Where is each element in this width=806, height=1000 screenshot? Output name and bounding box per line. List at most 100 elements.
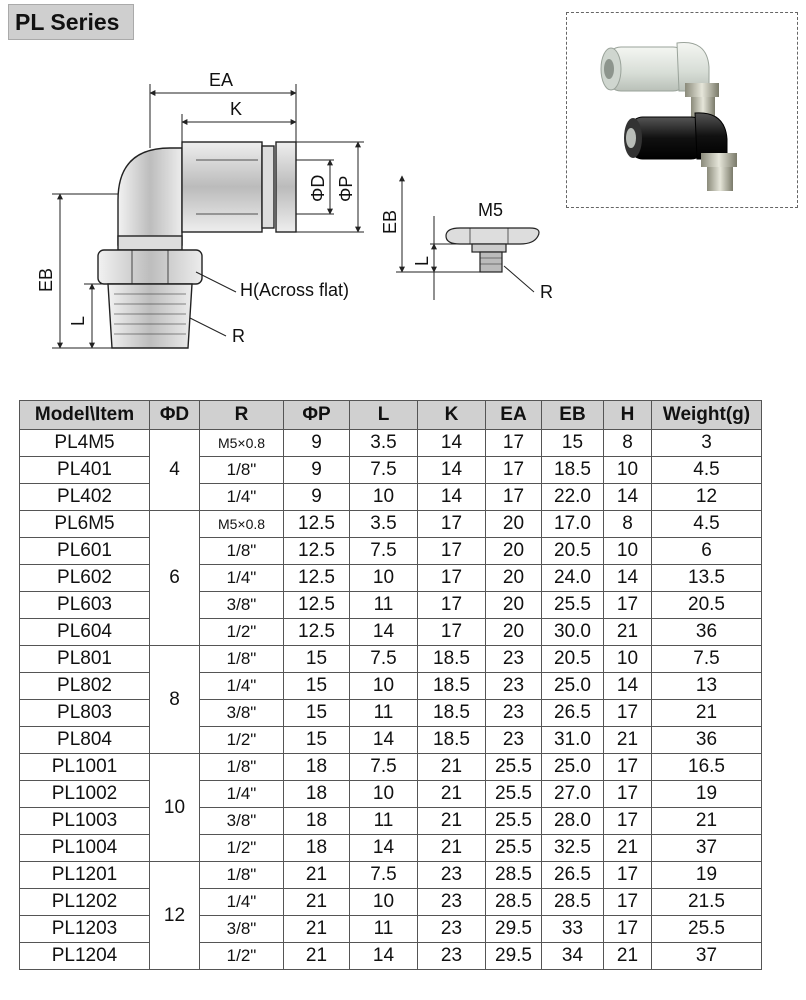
- cell-phi-p: 12.5: [283, 510, 350, 538]
- cell-l: 14: [349, 618, 418, 646]
- cell-ea: 28.5: [485, 861, 542, 889]
- cell-k: 17: [417, 618, 486, 646]
- header-r: R: [199, 400, 284, 430]
- cell-k: 23: [417, 915, 486, 943]
- cell-ea: 25.5: [485, 834, 542, 862]
- cell-model: PL801: [19, 645, 150, 673]
- cell-weight: 37: [651, 834, 762, 862]
- cell-ea: 17: [485, 483, 542, 511]
- product-photo-frame: [566, 12, 798, 208]
- cell-l: 11: [349, 591, 418, 619]
- cell-h: 8: [603, 510, 652, 538]
- header-k: K: [417, 400, 486, 430]
- cell-eb: 34: [541, 942, 604, 970]
- header-phi-d: ΦD: [149, 400, 200, 430]
- cell-weight: 6: [651, 537, 762, 565]
- cell-ea: 20: [485, 591, 542, 619]
- white-fitting-image: [600, 42, 719, 119]
- cell-h: 8: [603, 429, 652, 457]
- cell-phi-p: 15: [283, 699, 350, 727]
- phi-d-label: ΦD: [308, 175, 328, 202]
- cell-r: 1/4": [199, 780, 284, 808]
- cell-eb: 17.0: [541, 510, 604, 538]
- cell-phi-p: 21: [283, 942, 350, 970]
- cell-eb: 28.5: [541, 888, 604, 916]
- cell-phi-d: 6: [149, 510, 200, 646]
- cell-ea: 20: [485, 510, 542, 538]
- cell-phi-p: 9: [283, 456, 350, 484]
- cell-model: PL601: [19, 537, 150, 565]
- cell-phi-p: 21: [283, 915, 350, 943]
- header-h: H: [603, 400, 652, 430]
- cell-eb: 25.5: [541, 591, 604, 619]
- cell-phi-p: 18: [283, 753, 350, 781]
- cell-l: 10: [349, 483, 418, 511]
- cell-l: 7.5: [349, 861, 418, 889]
- elbow-fitting-drawing: [97, 141, 297, 349]
- cell-eb: 20.5: [541, 537, 604, 565]
- cell-k: 21: [417, 780, 486, 808]
- cell-k: 18.5: [417, 726, 486, 754]
- cell-l: 7.5: [349, 537, 418, 565]
- cell-l: 10: [349, 672, 418, 700]
- cell-l: 11: [349, 807, 418, 835]
- cell-k: 17: [417, 510, 486, 538]
- cell-eb: 28.0: [541, 807, 604, 835]
- cell-l: 7.5: [349, 753, 418, 781]
- cell-ea: 29.5: [485, 942, 542, 970]
- cell-h: 21: [603, 834, 652, 862]
- cell-h: 17: [603, 888, 652, 916]
- cell-r: 3/8": [199, 591, 284, 619]
- phi-p-label: ΦP: [336, 176, 356, 202]
- cell-l: 10: [349, 780, 418, 808]
- cell-h: 17: [603, 915, 652, 943]
- cell-h: 10: [603, 645, 652, 673]
- cell-k: 14: [417, 456, 486, 484]
- cell-weight: 7.5: [651, 645, 762, 673]
- cell-h: 14: [603, 672, 652, 700]
- cell-model: PL1003: [19, 807, 150, 835]
- cell-phi-p: 15: [283, 645, 350, 673]
- cell-model: PL1001: [19, 753, 150, 781]
- cell-k: 21: [417, 753, 486, 781]
- cell-weight: 37: [651, 942, 762, 970]
- dimension-drawing: EA K ΦD ΦP EB L H(Across flat) R M5: [36, 70, 553, 349]
- eb-l-dimension: [52, 193, 118, 349]
- cell-r: 1/2": [199, 726, 284, 754]
- cell-h: 21: [603, 726, 652, 754]
- cell-ea: 17: [485, 456, 542, 484]
- cell-model: PL402: [19, 483, 150, 511]
- cell-model: PL804: [19, 726, 150, 754]
- cell-model: PL6M5: [19, 510, 150, 538]
- cell-weight: 13: [651, 672, 762, 700]
- cell-weight: 19: [651, 780, 762, 808]
- header-l: L: [349, 400, 418, 430]
- cell-l: 11: [349, 915, 418, 943]
- cell-phi-p: 12.5: [283, 591, 350, 619]
- cell-ea: 20: [485, 537, 542, 565]
- cell-phi-p: 12.5: [283, 537, 350, 565]
- cell-ea: 23: [485, 699, 542, 727]
- cell-phi-p: 21: [283, 888, 350, 916]
- cell-phi-d: 4: [149, 429, 200, 511]
- cell-eb: 32.5: [541, 834, 604, 862]
- cell-h: 17: [603, 699, 652, 727]
- cell-phi-p: 12.5: [283, 618, 350, 646]
- cell-phi-d: 8: [149, 645, 200, 754]
- cell-k: 17: [417, 591, 486, 619]
- cell-k: 14: [417, 429, 486, 457]
- cell-phi-p: 18: [283, 834, 350, 862]
- cell-model: PL1202: [19, 888, 150, 916]
- cell-eb: 18.5: [541, 456, 604, 484]
- cell-eb: 25.0: [541, 753, 604, 781]
